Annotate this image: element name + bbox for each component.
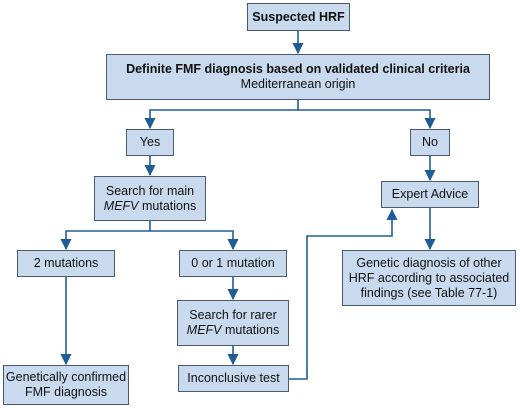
- confirmed-line2: FMF diagnosis: [25, 385, 107, 399]
- arrow-search-main-to-zero-one: [150, 230, 239, 251]
- other-hrf-line3: findings (see Table 77-1): [360, 285, 498, 300]
- inconclusive-test-box: Inconclusive test: [178, 365, 289, 392]
- search-rare-line1: Search for rarer: [189, 308, 277, 322]
- arrow-search-main-to-two: [60, 221, 151, 251]
- search-rare-gene: MEFV: [186, 323, 222, 337]
- suspected-hrf-text: Suspected HRF: [252, 9, 345, 24]
- confirmed-line1: Genetically confirmed: [5, 370, 127, 384]
- arrow-criteria-to-no: [298, 109, 436, 130]
- expert-advice-box: Expert Advice: [381, 181, 479, 208]
- suspected-hrf-box: Suspected HRF: [247, 3, 350, 31]
- other-hrf-diagnosis-box: Genetic diagnosis of other HRF according…: [342, 250, 516, 306]
- search-main-mutations-box: Search for main MEFV mutations: [94, 176, 206, 221]
- no-box: No: [410, 129, 450, 156]
- yes-box: Yes: [126, 129, 174, 156]
- search-main-gene: MEFV: [103, 198, 139, 213]
- yes-text: Yes: [139, 135, 161, 149]
- other-hrf-line1: Genetic diagnosis of other: [356, 255, 502, 270]
- no-text: No: [422, 135, 438, 149]
- search-main-line2: MEFV mutations: [104, 199, 196, 214]
- search-rarer-mutations-box: Search for rarer MEFV mutations: [177, 300, 289, 346]
- inconclusive-test-text: Inconclusive test: [187, 371, 280, 385]
- zero-one-mutation-box: 0 or 1 mutation: [179, 250, 287, 277]
- expert-advice-text: Expert Advice: [391, 187, 469, 201]
- two-mutations-text: 2 mutations: [33, 256, 99, 270]
- arrow-criteria-to-yes: [144, 100, 299, 130]
- genetically-confirmed-box: Genetically confirmed FMF diagnosis: [3, 365, 129, 405]
- clinical-criteria-box: Definite FMF diagnosis based on validate…: [106, 54, 490, 100]
- two-mutations-box: 2 mutations: [17, 250, 115, 277]
- criteria-subtitle: Mediterranean origin: [240, 77, 356, 91]
- criteria-title: Definite FMF diagnosis based on validate…: [126, 62, 470, 76]
- search-rare-line2-rest: mutations: [221, 323, 280, 337]
- search-rare-line2: MEFV mutations: [187, 323, 279, 338]
- search-main-line1: Search for main: [105, 183, 195, 198]
- arrow-inconclusive-to-expert: [289, 208, 398, 380]
- other-hrf-line2: HRF according to associated: [348, 270, 510, 285]
- search-main-line2-rest: mutations: [138, 198, 197, 213]
- zero-one-mutation-text: 0 or 1 mutation: [191, 256, 275, 270]
